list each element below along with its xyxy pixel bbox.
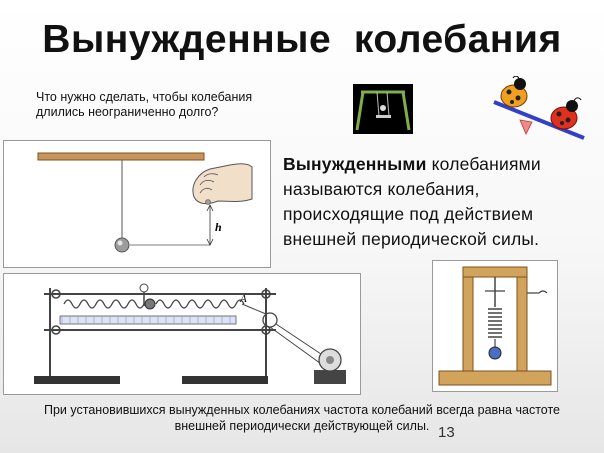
height-label: h — [215, 220, 222, 234]
ladybugs-seesaw-illustration — [488, 76, 590, 144]
slide-title: Вынужденные колебания — [42, 18, 562, 61]
spring-table-illustration: A — [34, 283, 346, 384]
pendulum-illustration: h — [37, 152, 253, 253]
point-a-label: A — [239, 293, 247, 305]
question-text: Что нужно сделать, чтобы колебания длили… — [36, 90, 253, 119]
swing-thumbnail — [353, 84, 413, 134]
conclusion-text: При установившихся вынужденных колебания… — [44, 403, 560, 433]
spring-frame-figure — [432, 260, 558, 392]
definition-body: колебаниями называются колебания, происх… — [283, 154, 541, 249]
definition-term: Вынужденными — [283, 154, 427, 174]
page-number: 13 — [438, 424, 455, 441]
spring-table-figure: A — [3, 273, 361, 395]
definition-text: Вынужденными колебаниями называются коле… — [283, 152, 543, 252]
pendulum-figure: h — [3, 140, 271, 268]
spring-frame-illustration — [438, 266, 552, 386]
